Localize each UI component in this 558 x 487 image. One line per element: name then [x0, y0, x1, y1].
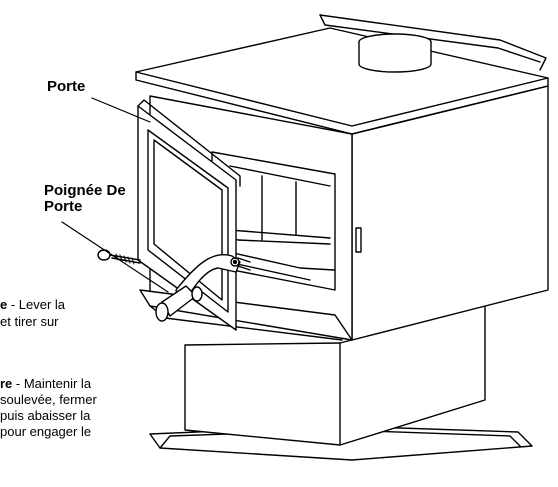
note-open-line2: et tirer sur: [0, 314, 59, 329]
note-close-line3: puis abaisser la: [0, 408, 91, 423]
label-door-handle-line2: Porte: [44, 198, 83, 215]
label-door: Porte: [47, 78, 86, 95]
label-door-handle-line1: Poignée De: [44, 182, 126, 199]
stove-pedestal: [184, 304, 486, 446]
note-close-keyword: re: [0, 376, 13, 391]
note-close-line2: soulevée, fermer: [0, 392, 97, 407]
handle-tool: [97, 249, 141, 265]
note-close-line4: pour engager le: [0, 424, 92, 439]
note-close-line1: re - Maintenir la: [0, 376, 91, 391]
note-open-line1: e - Lever la: [0, 297, 65, 312]
callout-leader-lines: [61, 97, 169, 293]
note-open-text1: - Lever la: [7, 297, 66, 312]
side-latch: [355, 227, 362, 253]
stove-top-plate: [135, 27, 549, 135]
note-open-keyword: e: [0, 297, 8, 312]
stove-body-side: [351, 85, 549, 341]
flue-collar: [358, 33, 432, 73]
note-close-text1: - Maintenir la: [12, 376, 92, 391]
door-handle[interactable]: [155, 254, 251, 322]
